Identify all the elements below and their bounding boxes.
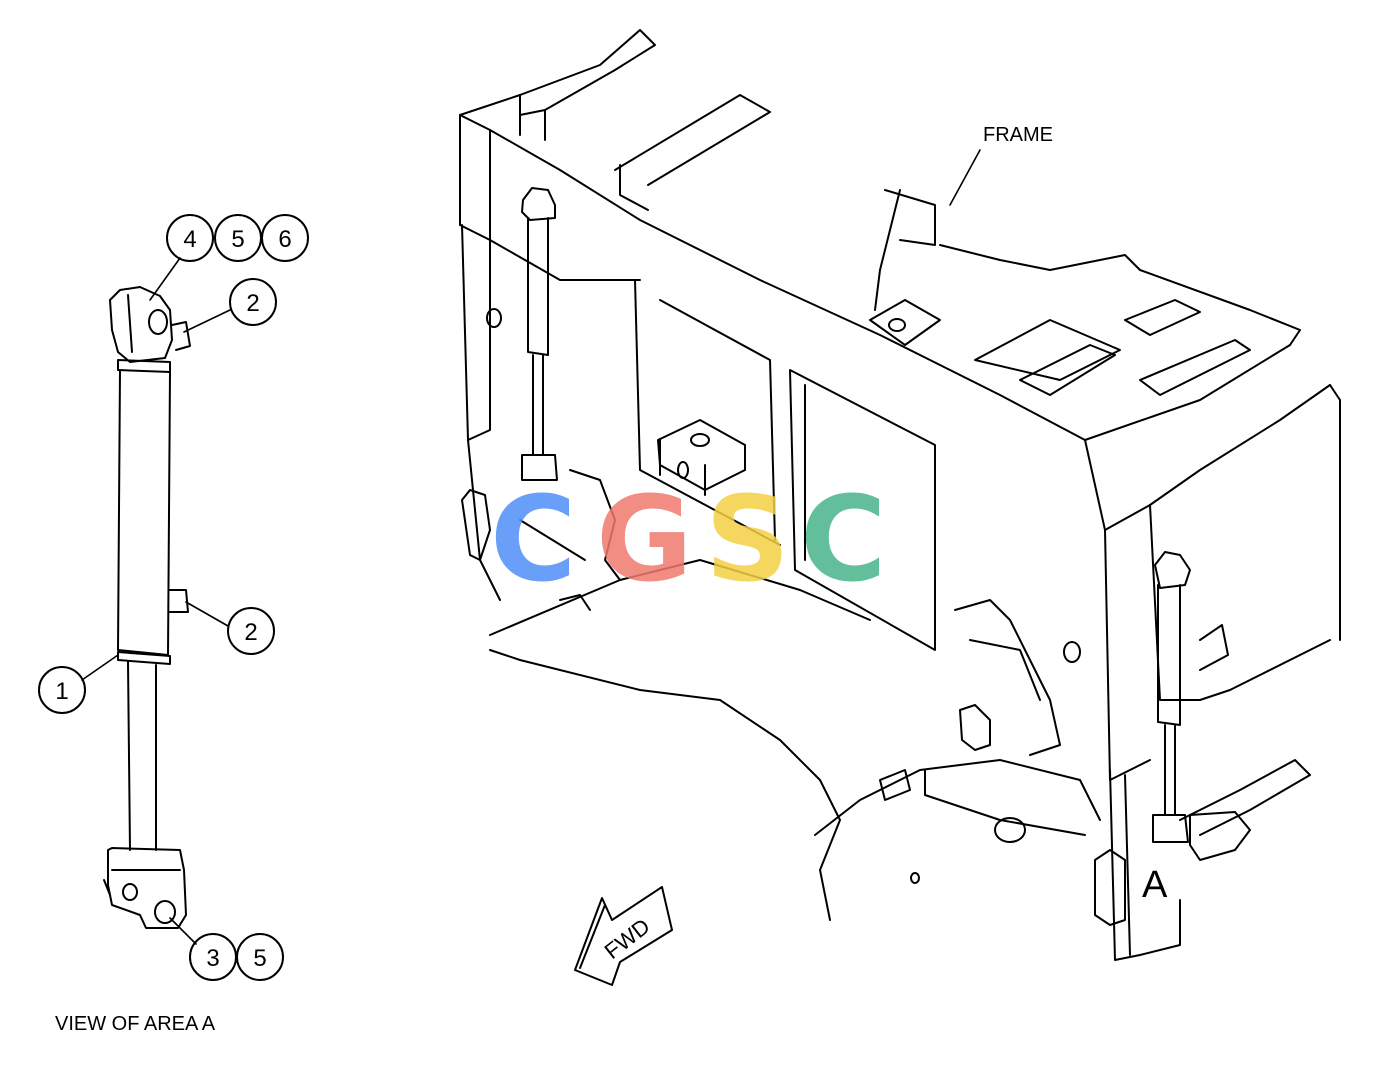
callout-balloon-1 bbox=[38, 666, 86, 714]
gas-spring-right bbox=[1152, 551, 1191, 843]
fwd-label: FWD bbox=[600, 913, 655, 964]
callout-leaders bbox=[81, 257, 231, 945]
gas-spring-left bbox=[521, 187, 558, 481]
frame-leader bbox=[949, 149, 981, 206]
callout-number-4: 4 bbox=[183, 226, 196, 253]
fwd-arrow-icon bbox=[574, 886, 673, 986]
callout-number-5-bottom: 5 bbox=[253, 945, 266, 972]
frame-label: FRAME bbox=[983, 124, 1053, 146]
callout-balloon-6 bbox=[261, 214, 309, 262]
frame-assembly bbox=[459, 29, 1341, 961]
area-marker: A bbox=[1142, 864, 1168, 906]
gas-spring-detail bbox=[103, 286, 191, 929]
callout-balloon-4 bbox=[166, 214, 214, 262]
callout-balloon-2-top bbox=[229, 278, 277, 326]
callout-number-2-mid: 2 bbox=[244, 619, 257, 646]
callout-number-1: 1 bbox=[55, 678, 68, 705]
callout-number-3: 3 bbox=[206, 945, 219, 972]
watermark-letter-3: S bbox=[705, 470, 790, 608]
watermark-logo: C G S C bbox=[490, 470, 887, 608]
watermark-letter-2: G bbox=[596, 470, 693, 608]
callout-balloon-2-mid bbox=[227, 607, 275, 655]
callout-balloon-5-bottom bbox=[236, 933, 284, 981]
callout-number-5-top: 5 bbox=[231, 226, 244, 253]
view-caption: VIEW OF AREA A bbox=[55, 1013, 216, 1035]
watermark-letter-4: C bbox=[800, 470, 887, 608]
callout-number-6: 6 bbox=[278, 226, 291, 253]
watermark-letter-1: C bbox=[490, 470, 577, 608]
callout-number-2-top: 2 bbox=[246, 290, 259, 317]
